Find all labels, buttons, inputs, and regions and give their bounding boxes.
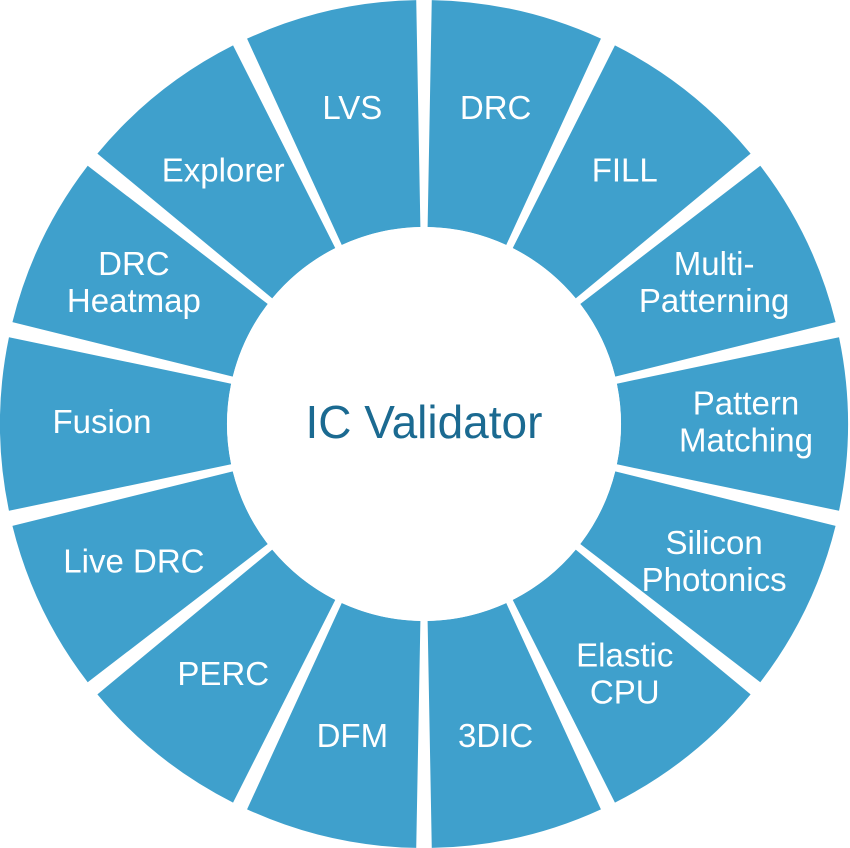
wheel-segment-pattern-matching[interactable] [616, 337, 849, 511]
wheel-segment-elastic-cpu[interactable] [512, 549, 751, 803]
wheel-segment-explorer[interactable] [97, 45, 336, 299]
wheel-segment-drc[interactable] [427, 0, 601, 245]
wheel-segment-3dic[interactable] [427, 603, 601, 848]
wheel-segment-silicon-photonics[interactable] [580, 471, 836, 683]
wheel-segment-lvs[interactable] [247, 0, 421, 245]
hub-circle [227, 227, 621, 621]
wheel-segment-fill[interactable] [512, 45, 751, 299]
wheel-segment-fusion[interactable] [0, 337, 232, 511]
wheel-segment-multi-patterning[interactable] [580, 165, 836, 377]
wheel-segment-dfm[interactable] [247, 603, 421, 848]
wheel-segment-drc-heatmap[interactable] [12, 165, 268, 377]
hub-label: IC Validator [306, 396, 543, 448]
wheel-segment-live-drc[interactable] [12, 471, 268, 683]
wheel-segment-perc[interactable] [97, 549, 336, 803]
